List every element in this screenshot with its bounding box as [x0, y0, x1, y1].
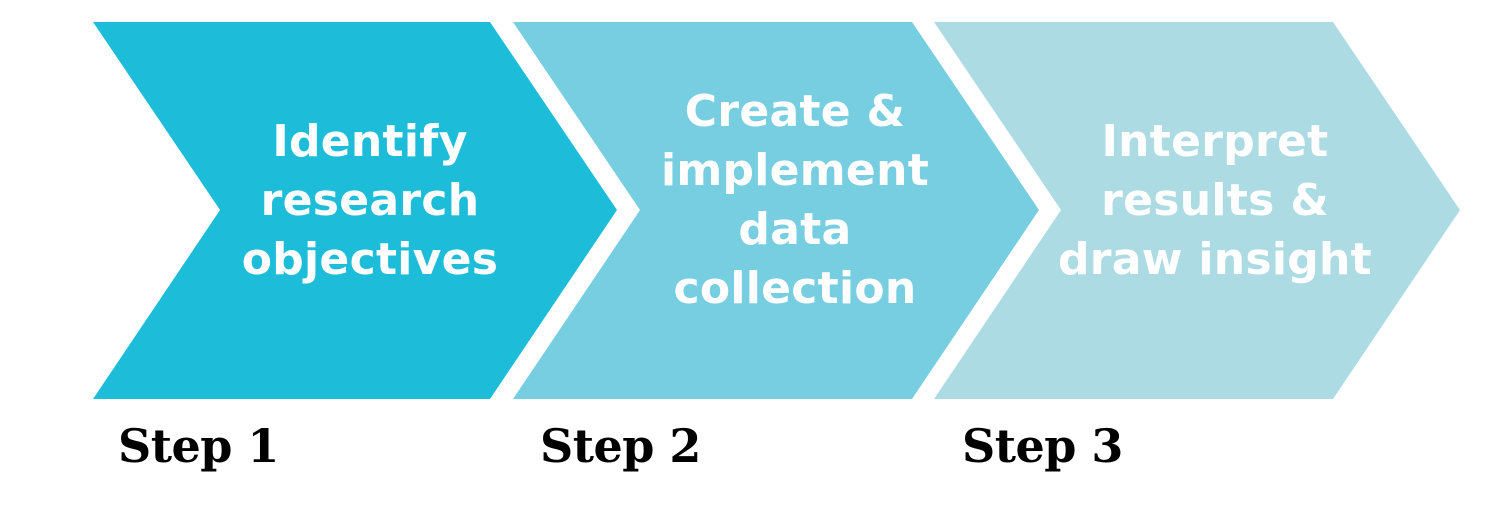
step-1-line: research [260, 174, 480, 226]
step-2-description: Create & implement data collection [636, 0, 954, 400]
step-3-line: draw insight [1058, 233, 1372, 285]
step-2-line: Create & [684, 86, 906, 137]
step-1-label: Step 1 [118, 419, 279, 473]
step-2-line: collection [673, 263, 917, 314]
step-1-line: objectives [241, 233, 499, 285]
step-3-line: results & [1101, 174, 1329, 226]
step-2-chevron [513, 22, 1039, 399]
step-1-line: Identify [272, 115, 468, 167]
step-1-lines: Identify research objectives [242, 112, 499, 289]
step-3-line: Interpret [1101, 115, 1329, 167]
step-1-description: Identify research objectives [215, 0, 525, 400]
step-1-chevron [93, 22, 617, 399]
step-3-chevron [934, 22, 1460, 399]
step-3-description: Interpret results & draw insight [1054, 0, 1376, 400]
step-3-label: Step 3 [962, 419, 1123, 473]
step-2-line: data [738, 204, 852, 255]
step-3-lines: Interpret results & draw insight [1058, 112, 1372, 289]
step-2-label: Step 2 [540, 419, 701, 473]
step-2-lines: Create & implement data collection [661, 82, 929, 318]
step-2-line: implement [660, 145, 930, 196]
